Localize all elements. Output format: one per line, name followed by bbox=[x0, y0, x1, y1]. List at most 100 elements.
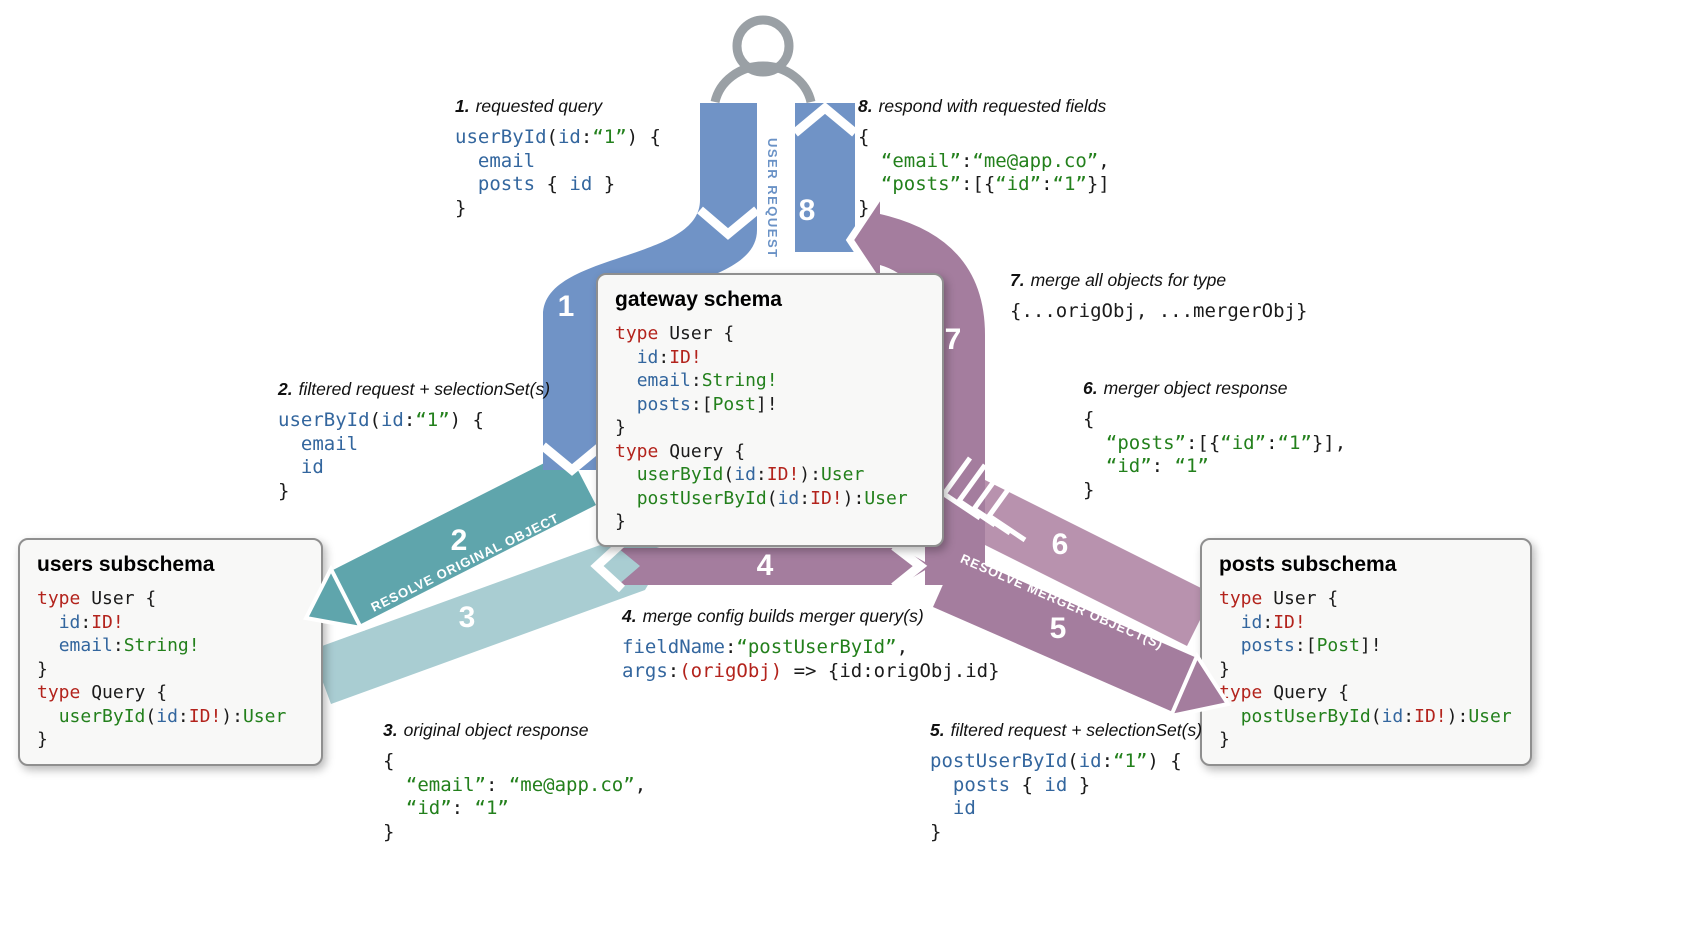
annotation-8: 8.respond with requested fields { “email… bbox=[858, 96, 1110, 220]
code-token: “id” bbox=[405, 797, 452, 819]
annotation-2: 2.filtered request + selectionSet(s) use… bbox=[278, 379, 550, 503]
code-line: userById(id:ID!):User bbox=[615, 463, 925, 487]
code-token: User { bbox=[80, 588, 157, 609]
code-token: id bbox=[557, 126, 581, 148]
code-token: args bbox=[622, 659, 668, 682]
code-line: type Query { bbox=[37, 681, 304, 705]
code-token: : bbox=[177, 705, 189, 727]
code-line: fieldName:“postUserById”, bbox=[622, 636, 1000, 660]
code-token: email bbox=[58, 635, 113, 656]
code-token: id bbox=[636, 346, 659, 368]
code-token: userById bbox=[636, 464, 724, 485]
code-line: { bbox=[383, 750, 646, 774]
code-token bbox=[930, 774, 953, 796]
code-token: id bbox=[156, 705, 178, 727]
code-token: : bbox=[667, 659, 680, 682]
code-token: type bbox=[1219, 682, 1263, 703]
code-token: User bbox=[820, 464, 865, 485]
annotation-5-title: filtered request + selectionSet(s) bbox=[950, 720, 1203, 740]
code-token: type bbox=[37, 588, 81, 609]
annotation-4-title: merge config builds merger query(s) bbox=[642, 606, 924, 626]
code-line: { bbox=[1083, 408, 1346, 432]
code-token: ( bbox=[766, 487, 778, 509]
code-token: userById bbox=[58, 705, 146, 727]
code-line: } bbox=[615, 416, 925, 440]
code-line: {...origObj, ...mergerObj} bbox=[1010, 300, 1307, 324]
code-token: :[{ bbox=[1185, 431, 1221, 454]
code-token: email bbox=[636, 370, 691, 391]
code-token: : bbox=[755, 464, 767, 485]
code-token: : bbox=[1041, 173, 1053, 195]
arrow-4-band bbox=[618, 548, 932, 585]
code-line: args:(origObj) => {id:origObj.id} bbox=[622, 660, 1000, 684]
code-line: } bbox=[1219, 728, 1513, 752]
code-line: posts { id } bbox=[930, 774, 1202, 798]
code-token: Query { bbox=[1262, 682, 1350, 703]
code-token: “1” bbox=[415, 409, 450, 431]
annotation-5-number: 5. bbox=[930, 720, 945, 740]
code-line: type User { bbox=[1219, 587, 1513, 611]
code-token: : bbox=[1403, 705, 1415, 727]
code-token: ) { bbox=[449, 409, 484, 431]
code-token: { bbox=[858, 126, 870, 148]
annotation-7: 7.merge all objects for type {...origObj… bbox=[1010, 270, 1307, 324]
code-line: id bbox=[930, 797, 1202, 821]
code-token: “email” bbox=[880, 149, 961, 172]
annotation-7-code: {...origObj, ...mergerObj} bbox=[1010, 300, 1307, 324]
gateway-schema-code: type User { id:ID! email:String! posts:[… bbox=[615, 322, 925, 534]
code-line: postUserById(id:“1”) { bbox=[930, 750, 1202, 774]
code-line: } bbox=[383, 821, 646, 845]
code-token: } bbox=[592, 173, 616, 195]
code-line: } bbox=[1083, 479, 1346, 503]
code-token: User bbox=[864, 487, 908, 509]
code-token: “1” bbox=[592, 126, 627, 148]
code-token: type bbox=[615, 323, 659, 344]
code-line: { bbox=[858, 126, 1110, 150]
code-token: id bbox=[1381, 705, 1404, 727]
code-token: String! bbox=[701, 370, 778, 391]
code-token: postUserById bbox=[1240, 705, 1371, 727]
code-token: “1” bbox=[1277, 431, 1312, 454]
code-token: Query { bbox=[658, 440, 746, 462]
code-line: posts:[Post]! bbox=[615, 393, 925, 417]
code-token: ( bbox=[1067, 750, 1079, 772]
code-token: , bbox=[1098, 149, 1110, 172]
annotation-7-header: 7.merge all objects for type bbox=[1010, 270, 1307, 291]
annotation-3-code: { “email”: “me@app.co”, “id”: “1”} bbox=[383, 750, 646, 844]
code-token: id bbox=[380, 409, 404, 431]
code-token: “1” bbox=[474, 797, 509, 819]
code-token: String! bbox=[123, 635, 200, 656]
code-token: } bbox=[615, 417, 626, 438]
code-line: } bbox=[615, 510, 925, 534]
annotation-1-title: requested query bbox=[475, 96, 603, 116]
code-token: ID! bbox=[1273, 611, 1306, 633]
posts-subschema-title: posts subschema bbox=[1219, 553, 1397, 576]
code-line: id:ID! bbox=[37, 611, 304, 635]
annotation-2-number: 2. bbox=[278, 379, 293, 399]
annotation-3: 3.original object response { “email”: “m… bbox=[383, 720, 646, 844]
code-token: : bbox=[580, 126, 593, 148]
code-token: : bbox=[1266, 431, 1278, 454]
arrow-4-number: 4 bbox=[756, 549, 774, 582]
users-subschema-box: users subschema type User { id:ID! email… bbox=[18, 538, 323, 766]
code-line: id:ID! bbox=[1219, 611, 1513, 635]
arrow-2-band bbox=[309, 451, 596, 625]
annotation-4-header: 4.merge config builds merger query(s) bbox=[622, 606, 1000, 627]
code-token: posts bbox=[477, 173, 536, 195]
code-token: : bbox=[112, 635, 124, 656]
code-token: ( bbox=[369, 409, 381, 431]
code-token: Post bbox=[1316, 635, 1360, 656]
code-token: type bbox=[37, 682, 81, 703]
code-token: posts bbox=[952, 773, 1011, 796]
code-line: posts { id } bbox=[455, 173, 661, 197]
code-token: “1” bbox=[1113, 750, 1148, 772]
code-token: : bbox=[1101, 750, 1114, 772]
code-token: }], bbox=[1311, 431, 1347, 454]
code-line: “id”: “1” bbox=[1083, 455, 1346, 479]
code-line: “posts”:[{“id”:“1”}] bbox=[858, 173, 1110, 197]
code-token: User { bbox=[1262, 588, 1339, 609]
annotation-1: 1.requested query userById(id:“1”) { ema… bbox=[455, 96, 661, 220]
users-subschema-title: users subschema bbox=[37, 553, 215, 576]
